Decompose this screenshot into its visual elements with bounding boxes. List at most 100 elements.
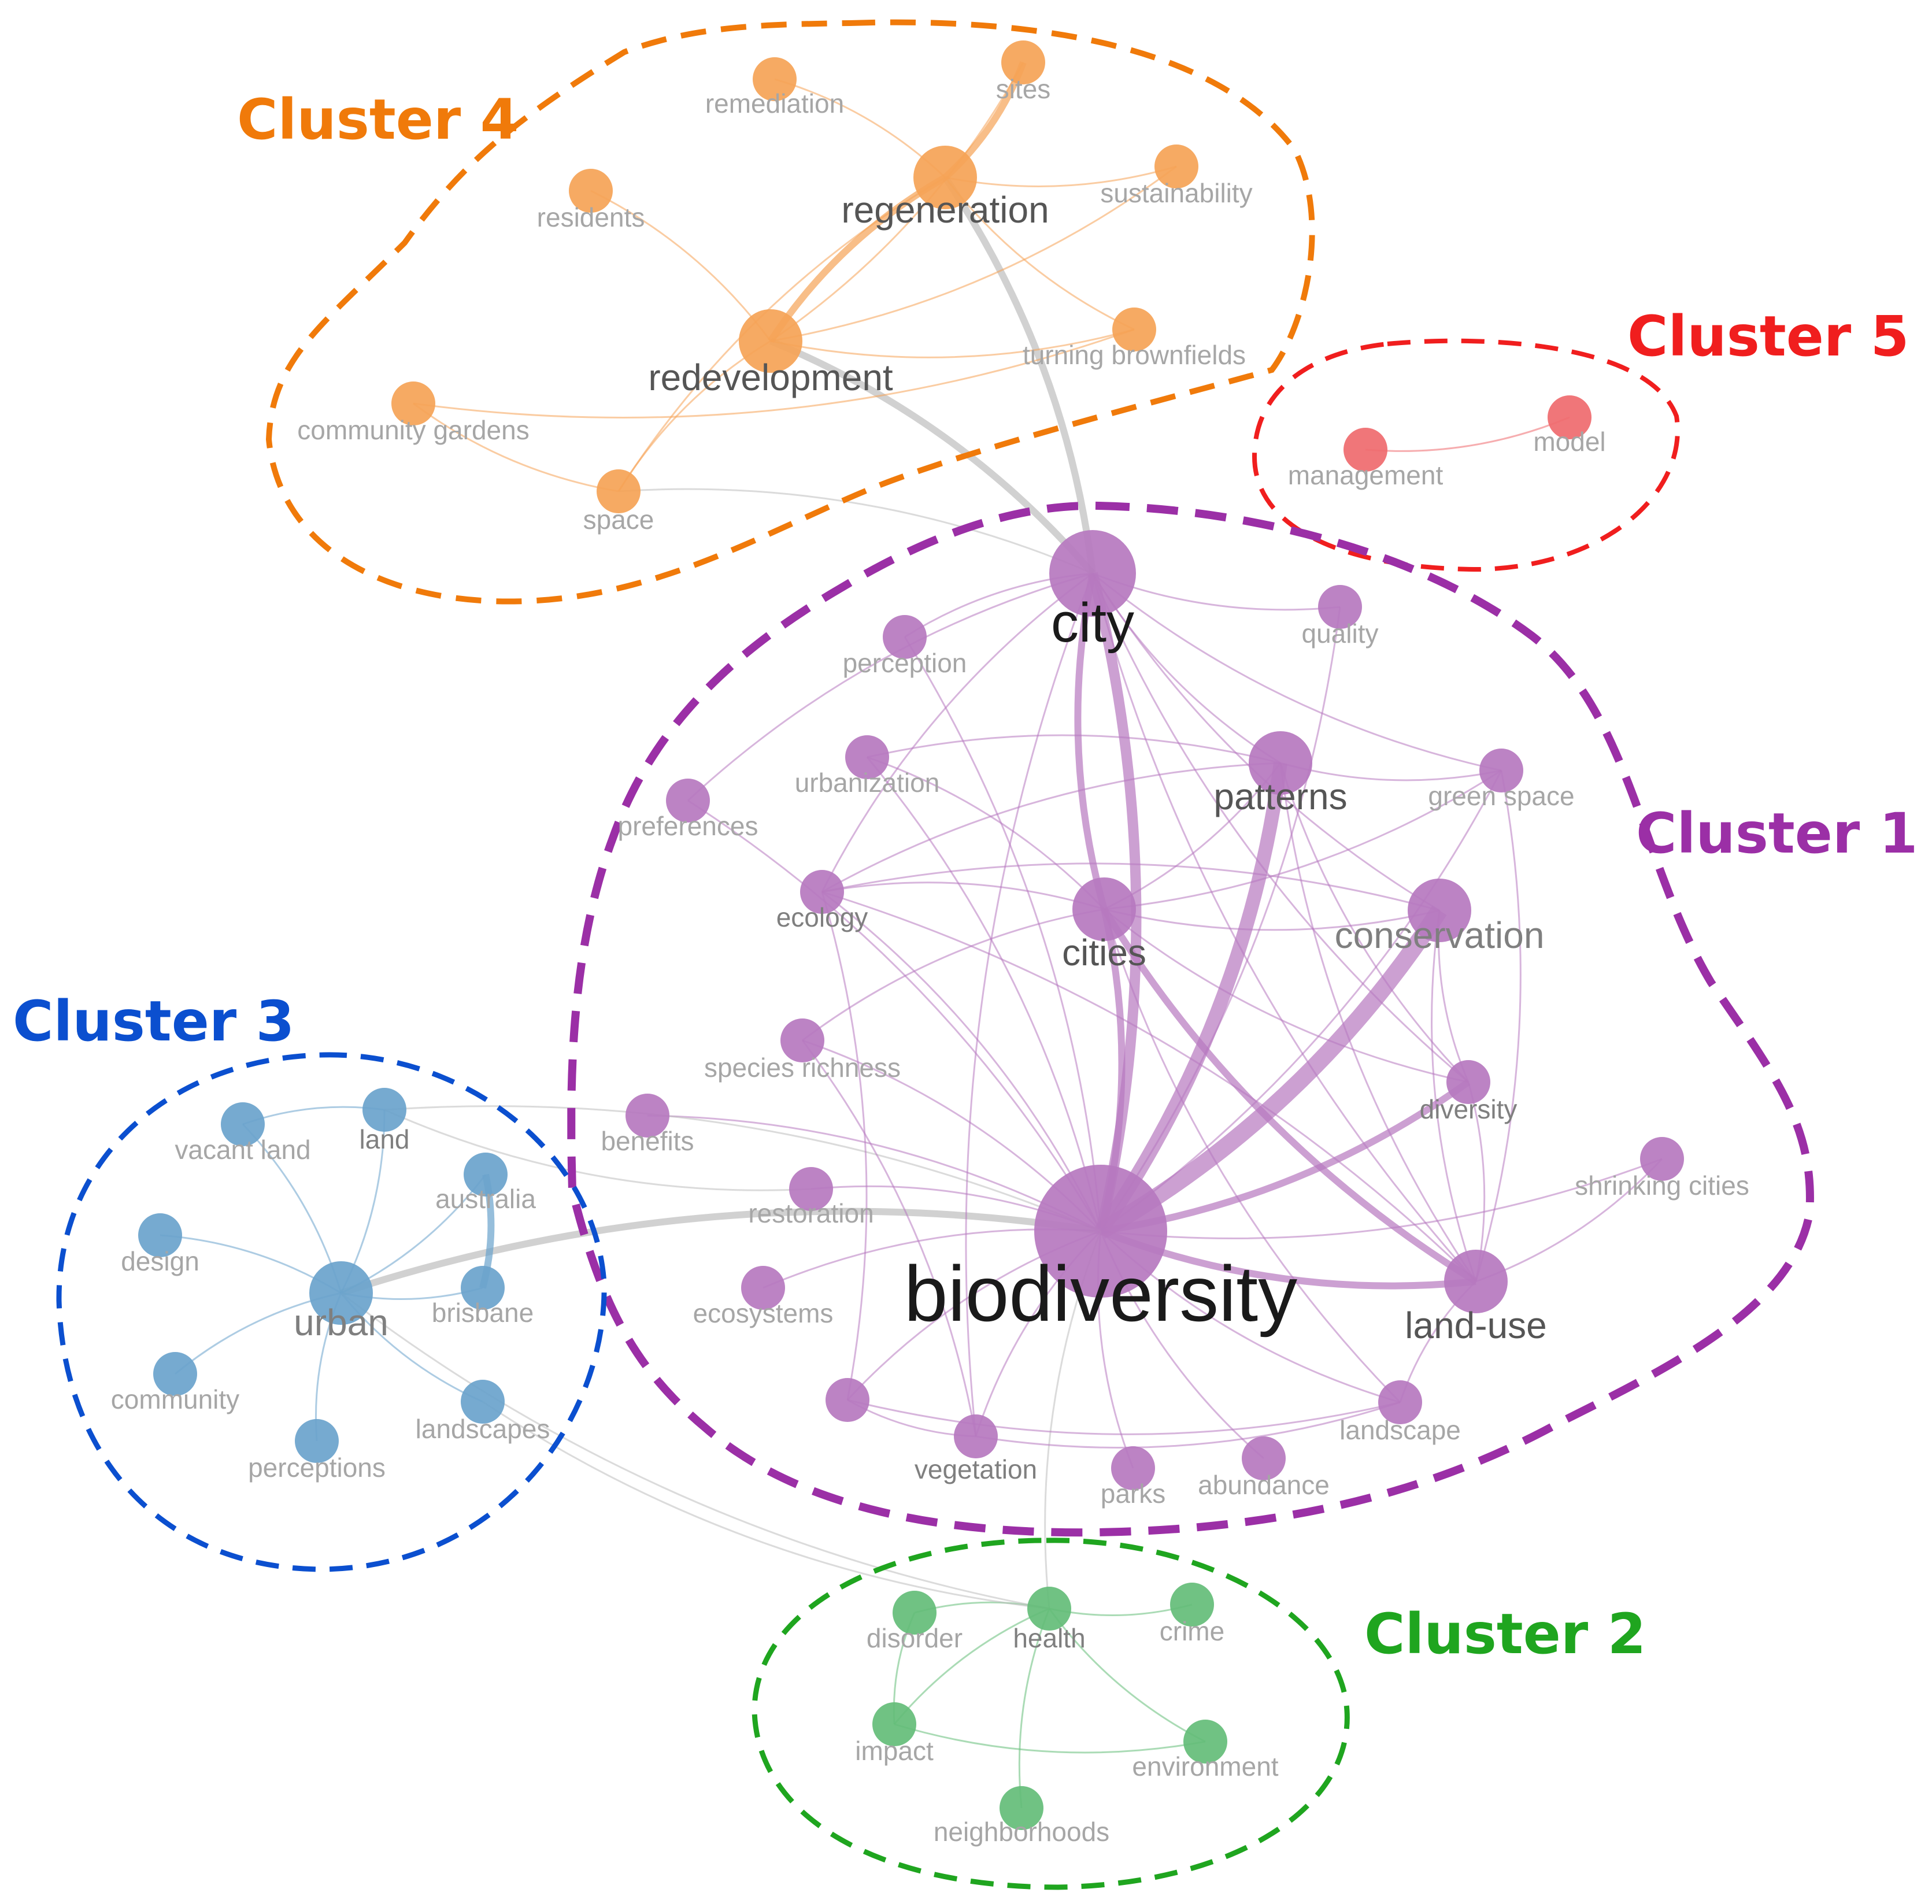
- node-impact[interactable]: [872, 1702, 916, 1746]
- label-vacant-land: vacant land: [175, 1135, 310, 1165]
- node-vegetation[interactable]: [954, 1414, 998, 1458]
- node-health[interactable]: [1027, 1587, 1071, 1631]
- link-conservation-ecology: [821, 862, 1440, 912]
- node-urbanization[interactable]: [845, 735, 889, 779]
- link-biodiversity-green-space: [1100, 770, 1502, 1232]
- link-redevelopment-residents: [590, 190, 772, 342]
- node-neighborhoods[interactable]: [1000, 1786, 1043, 1830]
- node-land[interactable]: [362, 1088, 406, 1132]
- link-cities-green-space: [1104, 769, 1502, 910]
- node-species-richness[interactable]: [780, 1018, 824, 1062]
- node-cities[interactable]: [1072, 877, 1136, 941]
- node-management[interactable]: [1343, 428, 1387, 472]
- link-biodiversity-perception: [904, 636, 1102, 1232]
- link-health-neighborhoods: [1018, 1608, 1050, 1809]
- node-landscapes[interactable]: [461, 1380, 505, 1424]
- link-city-green-space: [1092, 572, 1502, 772]
- label-benefits: benefits: [601, 1126, 694, 1156]
- node-ecology[interactable]: [800, 870, 844, 914]
- link-management-model: [1365, 416, 1570, 452]
- label-regeneration: regeneration: [841, 189, 1049, 231]
- label-redevelopment: redevelopment: [648, 357, 893, 398]
- label-ecosystems: ecosystems: [693, 1298, 834, 1328]
- node-brisbane[interactable]: [461, 1266, 505, 1310]
- link-city-diversity: [1091, 573, 1469, 1083]
- node-australia[interactable]: [464, 1153, 508, 1197]
- label-crime: crime: [1160, 1616, 1224, 1646]
- node-quality[interactable]: [1318, 585, 1362, 629]
- node-community-gardens[interactable]: [391, 381, 435, 425]
- node-crime[interactable]: [1170, 1583, 1214, 1627]
- node-community[interactable]: [153, 1352, 197, 1396]
- label-cities: cities: [1062, 932, 1146, 973]
- node-regeneration[interactable]: [913, 146, 977, 209]
- link-vegetation-species-richness: [801, 1040, 977, 1437]
- link-cities-urbanization: [867, 756, 1105, 910]
- node-shrinking-cities[interactable]: [1640, 1137, 1684, 1181]
- label-patterns: patterns: [1213, 776, 1347, 817]
- node-vacant-land[interactable]: [221, 1102, 265, 1146]
- node-perceptions[interactable]: [295, 1419, 339, 1463]
- node-benefits[interactable]: [626, 1094, 669, 1138]
- label-species-richness: species richness: [704, 1053, 901, 1083]
- link-redevelopment-turning-brownfields: [770, 328, 1135, 358]
- node-redevelopment[interactable]: [739, 309, 802, 373]
- label-vegetation: vegetation: [915, 1454, 1037, 1484]
- node-patterns[interactable]: [1249, 731, 1312, 795]
- node-ecosystems[interactable]: [741, 1266, 785, 1310]
- link-regeneration-sustainability: [945, 165, 1177, 187]
- link-vegetation-landscape: [975, 1401, 1401, 1449]
- link-city-space: [618, 488, 1093, 575]
- label-australia: australia: [435, 1184, 536, 1214]
- node-remediation[interactable]: [753, 57, 797, 101]
- label-shrinking-cities: shrinking cities: [1575, 1170, 1749, 1201]
- node-biodiversity[interactable]: [1034, 1165, 1167, 1298]
- node-conservation[interactable]: [1408, 879, 1471, 942]
- node-disorder[interactable]: [893, 1591, 937, 1635]
- nodes-layer: [138, 40, 1684, 1830]
- link-biodiversity-benefits: [647, 1114, 1101, 1232]
- node-sustainability[interactable]: [1154, 145, 1198, 188]
- label-landscapes: landscapes: [416, 1414, 550, 1444]
- cluster-3-outline: [56, 1052, 607, 1572]
- node-land-use[interactable]: [1444, 1250, 1508, 1313]
- link-patterns-ecology: [821, 762, 1281, 893]
- link-redevelopment-sites: [770, 62, 1024, 342]
- node-landscape[interactable]: [1378, 1380, 1422, 1424]
- node-unlabeled-1[interactable]: [826, 1378, 869, 1422]
- link-impact-environment: [894, 1723, 1206, 1754]
- link-biodiversity-urbanization: [866, 757, 1102, 1232]
- link-urban-health: [340, 1292, 1050, 1610]
- label-diversity: diversity: [1420, 1094, 1518, 1124]
- label-sustainability: sustainability: [1100, 178, 1252, 208]
- link-biodiversity-land: [384, 1105, 1101, 1232]
- node-residents[interactable]: [569, 169, 613, 213]
- link-city-conservation: [1091, 573, 1440, 912]
- label-disorder: disorder: [867, 1623, 963, 1653]
- label-environment: environment: [1132, 1751, 1278, 1781]
- node-restoration[interactable]: [789, 1167, 833, 1211]
- link-cities-ecology: [821, 881, 1105, 910]
- node-environment[interactable]: [1183, 1720, 1227, 1764]
- node-diversity[interactable]: [1446, 1060, 1490, 1104]
- node-turning-brownfields[interactable]: [1112, 308, 1156, 351]
- node-perception[interactable]: [883, 615, 927, 659]
- node-city[interactable]: [1049, 530, 1136, 617]
- link-city-land-use: [1091, 573, 1477, 1283]
- node-urban[interactable]: [309, 1261, 373, 1325]
- node-design[interactable]: [138, 1213, 182, 1257]
- node-space[interactable]: [597, 469, 641, 513]
- cluster-titles: Cluster 4 Cluster 5 Cluster 1 Cluster 3 …: [13, 87, 1918, 1666]
- node-green-space[interactable]: [1479, 749, 1523, 792]
- link-patterns-land-use: [1279, 762, 1477, 1282]
- cluster-outlines: [56, 19, 1814, 1890]
- node-preferences[interactable]: [666, 779, 710, 823]
- link-health-impact: [893, 1607, 1050, 1725]
- node-model[interactable]: [1548, 395, 1592, 439]
- node-sites[interactable]: [1001, 40, 1045, 84]
- node-abundance[interactable]: [1242, 1436, 1286, 1480]
- node-parks[interactable]: [1111, 1446, 1155, 1490]
- link-unlabeled-1-ecology: [821, 891, 868, 1401]
- link-unlabeled-1-landscape: [847, 1399, 1401, 1435]
